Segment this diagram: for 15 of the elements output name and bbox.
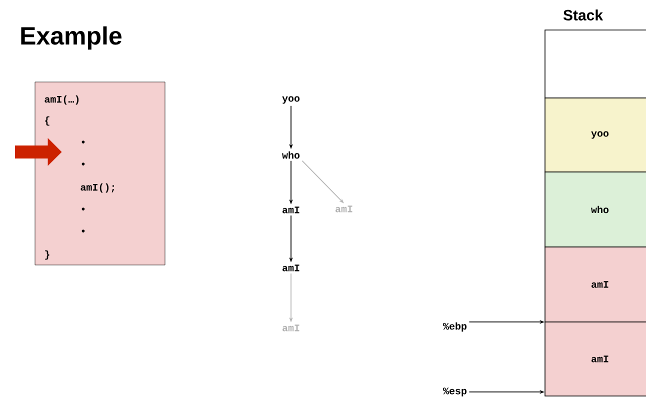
stack-frame <box>544 30 646 98</box>
stack-frame: who <box>544 172 646 248</box>
register-label: %ebp <box>443 322 467 332</box>
call-label: yoo <box>282 96 300 104</box>
stack-frame: yoo <box>544 98 646 172</box>
stack-frame: amI <box>544 246 646 322</box>
stack-frame: amI <box>544 322 646 396</box>
register-label: %esp <box>443 388 467 396</box>
call-label: amI <box>282 324 300 332</box>
call-label: amI <box>336 206 352 212</box>
call-label: who <box>282 151 300 159</box>
title: Example <box>21 26 122 50</box>
call-label: amI <box>282 264 300 272</box>
code-box: amI(…) { • • amI(); • • } <box>34 82 166 266</box>
call-label: amI <box>282 206 300 214</box>
